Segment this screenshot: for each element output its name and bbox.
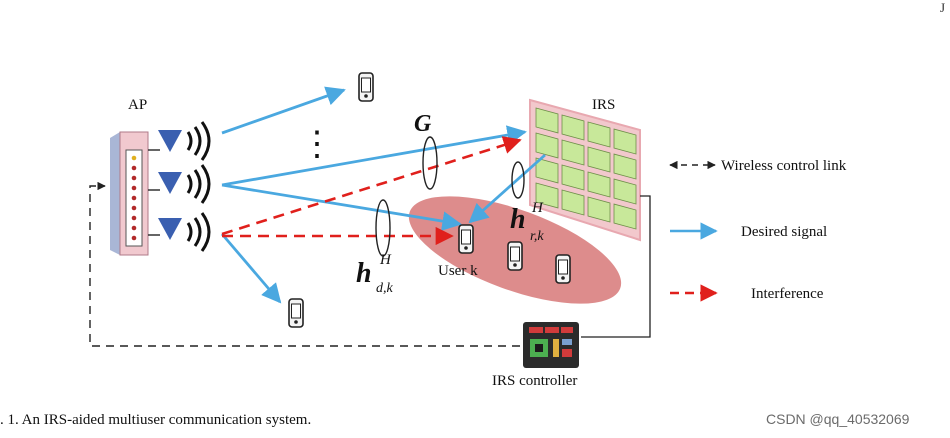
channel-hd-subscript: d,k [376,281,394,296]
watermark: CSDN @qq_40532069 [766,411,910,427]
channel-markers [375,136,525,257]
phone-icon [507,241,523,271]
irs-element [535,132,559,159]
channel-hr-label: h [510,204,526,235]
phone-icon [555,254,571,284]
irs-element [587,121,611,148]
legend-desired-label: Desired signal [741,224,827,240]
ap-indicator-dot [131,225,137,231]
irs-panel-icon [529,98,641,242]
legend: Wireless control link Desired signal Int… [669,158,847,302]
channel-hr-superscript: H [531,200,544,216]
legend-interference-label: Interference [751,286,824,302]
irs-label: IRS [592,97,615,113]
irs-controller-wire [581,195,651,338]
irs-element [561,164,585,191]
irs-element [613,203,637,230]
irs-element [535,157,559,184]
figure-caption: . 1. An IRS-aided multiuser communicatio… [0,412,311,428]
channel-hd-label: h [356,258,372,289]
antenna-icon [158,130,182,240]
ap-indicator-dot [131,195,137,201]
interference-paths [221,136,522,246]
phone-icon [358,72,374,102]
more-users-dots: ⋮ [300,126,334,163]
radio-wave-icon [186,121,211,252]
ap-indicator-dot [131,235,137,241]
wireless-control-link [89,181,520,347]
irs-element [613,153,637,180]
ap-indicator-dot [131,165,137,171]
corner-mark: J [940,0,945,15]
ap-indicator-dot [131,155,137,161]
irs-element [535,107,559,134]
irs-element [561,139,585,166]
ap-indicator-dot [131,215,137,221]
ap-indicator-dot [131,175,137,181]
channel-hr-subscript: r,k [530,229,544,244]
legend-control-link-label: Wireless control link [721,158,847,174]
channel-g-label: G [414,111,432,137]
irs-element [561,189,585,216]
irs-element [587,171,611,198]
channel-hd-superscript: H [379,252,392,268]
irs-element [613,178,637,205]
desired-signal-paths [220,86,546,304]
irs-element [613,128,637,155]
user-k-label: User k [438,263,478,279]
irs-element [587,196,611,223]
ap-label: AP [128,97,147,113]
phone-icon [288,298,304,328]
irs-element [561,114,585,141]
phone-icon [458,224,474,254]
controller-board-icon [523,322,579,368]
ap-indicator-dot [131,185,137,191]
ap-indicator-dot [131,205,137,211]
access-point-icon [110,131,160,256]
irs-element [587,146,611,173]
irs-controller-label: IRS controller [492,373,577,389]
irs-element [535,182,559,209]
